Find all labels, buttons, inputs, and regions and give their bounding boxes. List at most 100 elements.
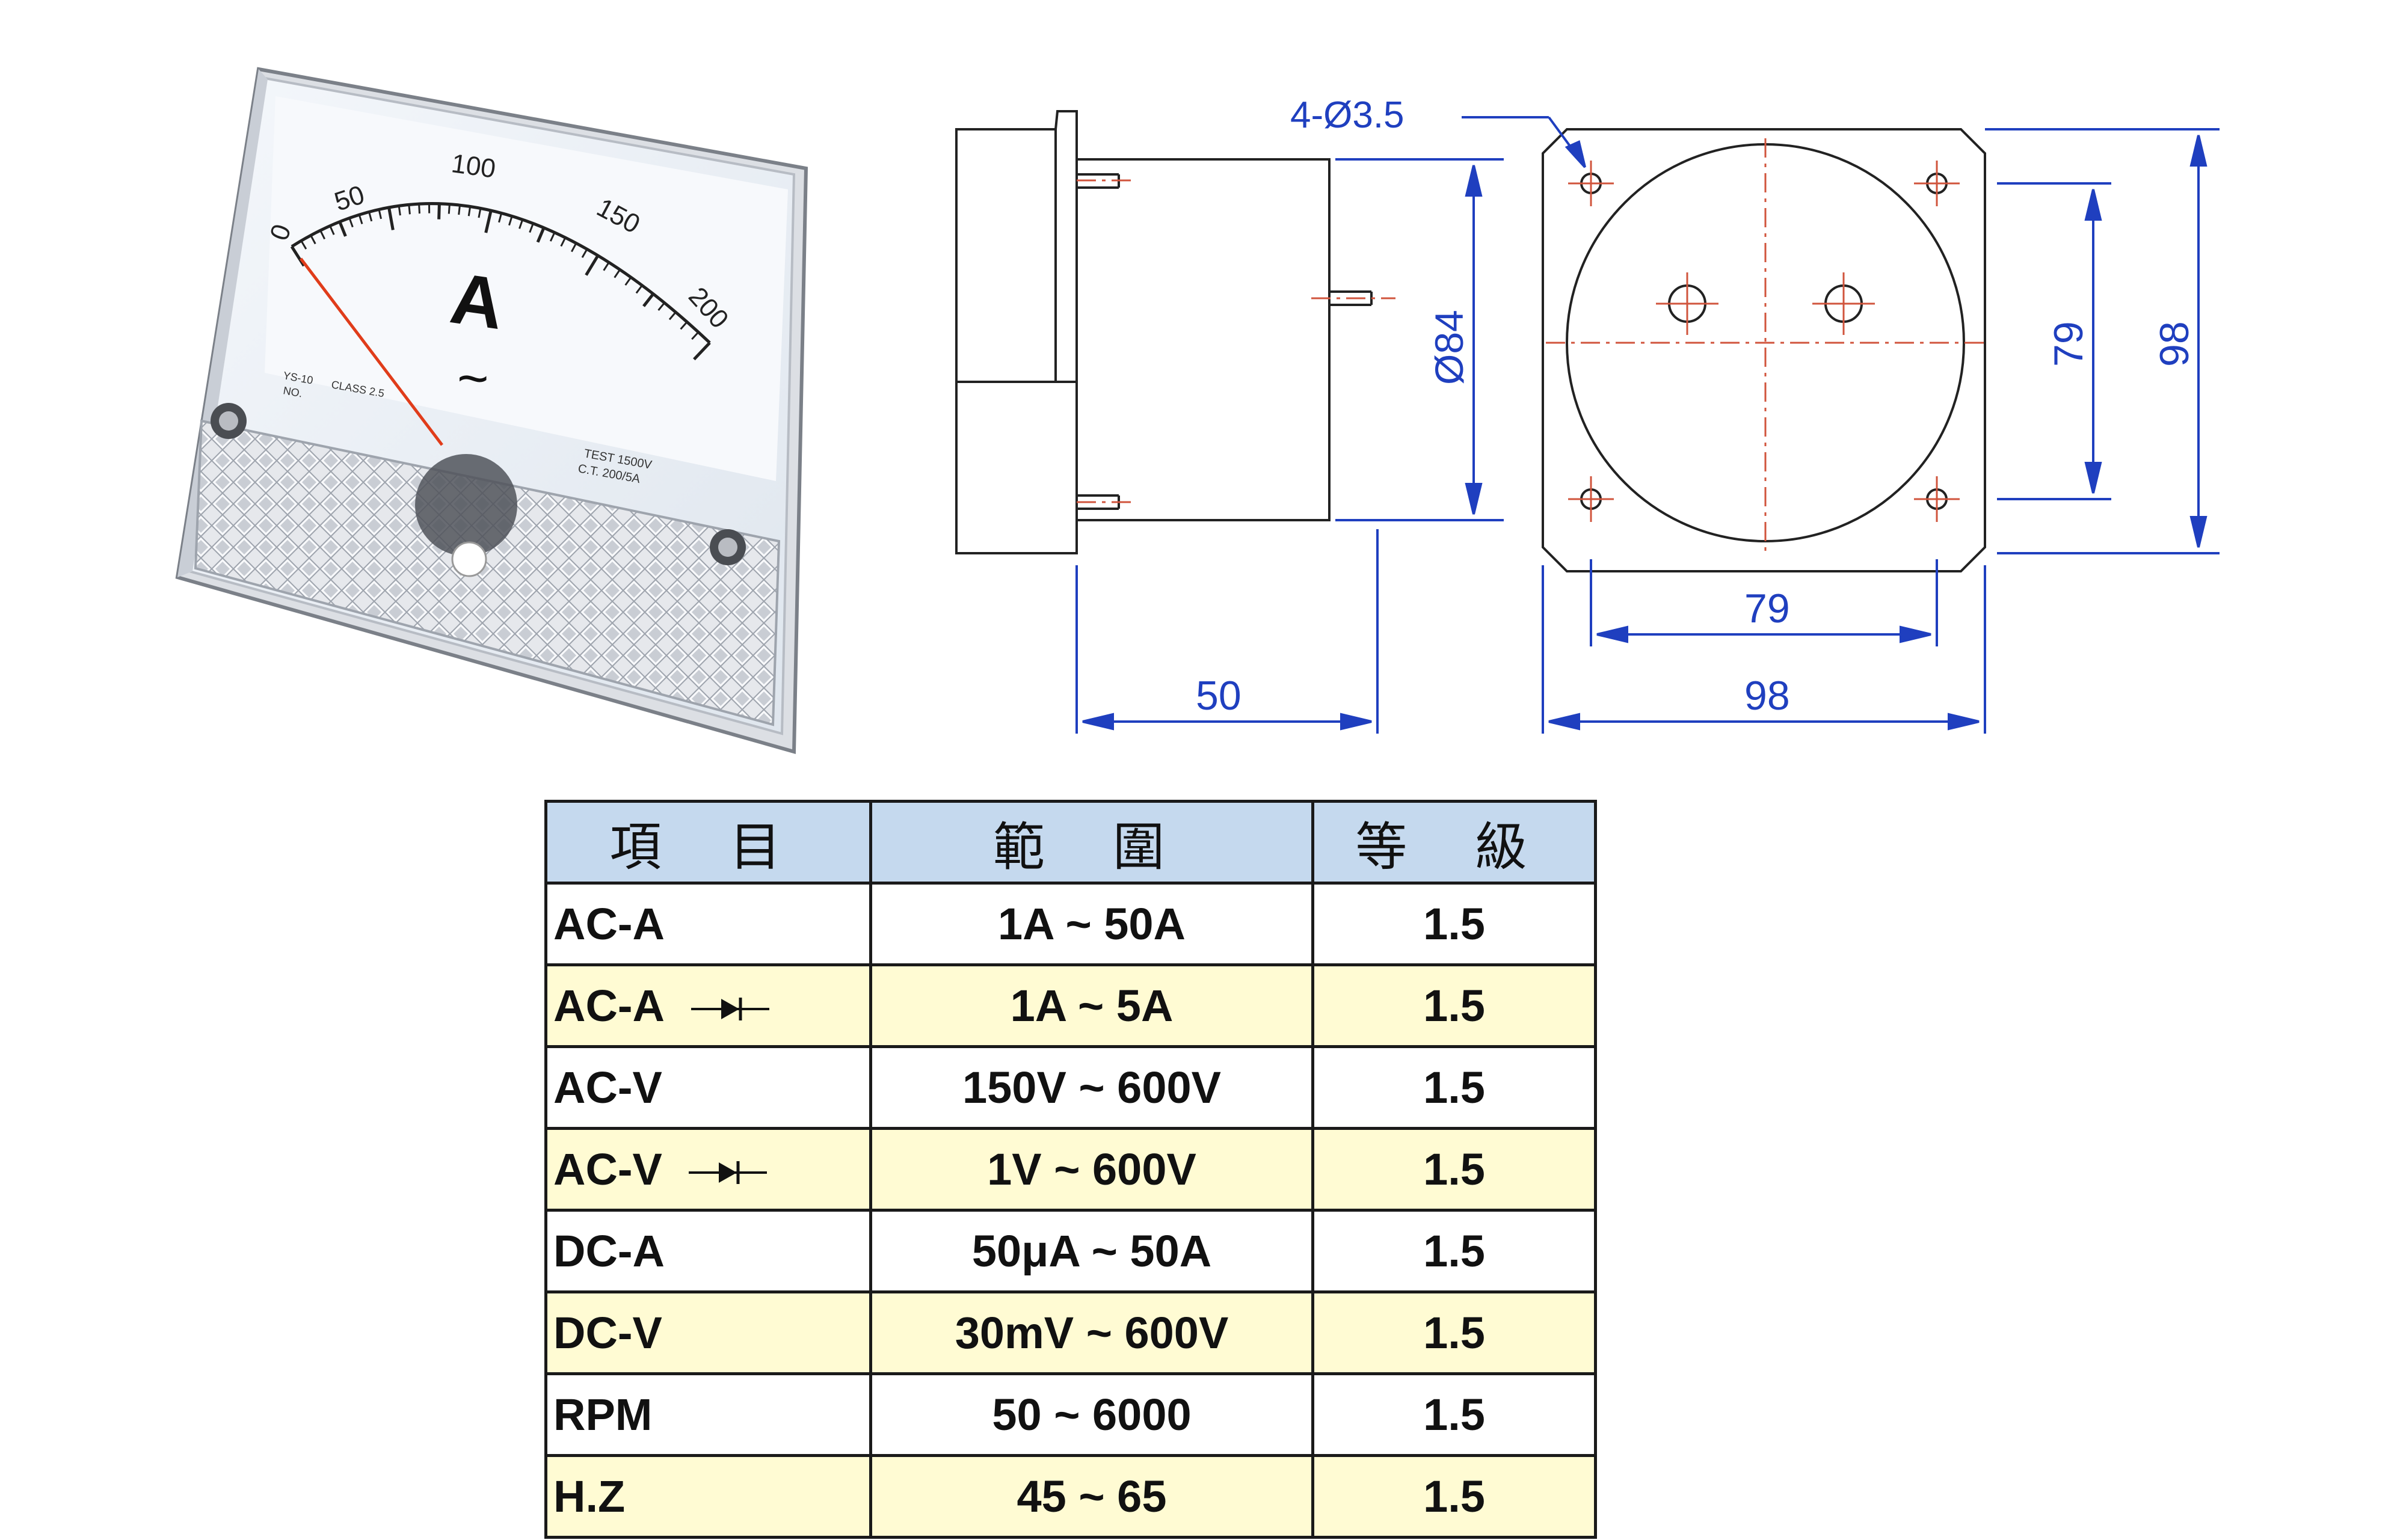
cell-range: 50 ~ 6000 [869, 1372, 1314, 1457]
cell-range: 150V ~ 600V [869, 1045, 1314, 1130]
scale-tick [300, 240, 307, 250]
ac-symbol: ~ [457, 349, 489, 409]
cell-item: DC-A [544, 1209, 872, 1293]
cell-item: AC-V [544, 1127, 872, 1212]
item-label: H.Z [553, 1471, 626, 1521]
diameter-dimension: Ø84 [1427, 310, 1471, 385]
meter-needle [300, 257, 443, 446]
unit-symbol: A [446, 257, 508, 345]
table-header-row: 項 目 範 圍 等 級 [544, 800, 1597, 885]
hole-callout: 4-Ø3.5 [1290, 94, 1405, 136]
scale-tick [310, 235, 316, 245]
side-view [955, 110, 1373, 554]
cell-grade: 1.5 [1311, 1127, 1597, 1212]
front-width-outer: 98 [1744, 673, 1790, 719]
mounting-holes [1568, 161, 1960, 522]
item-label: AC-A [553, 981, 665, 1031]
header-grade: 等 級 [1311, 800, 1597, 885]
front-width-inner: 79 [1744, 586, 1790, 631]
scale-tick [319, 230, 326, 240]
scale-tick [467, 206, 472, 216]
rectifier-diode-icon [691, 998, 769, 1021]
item-label: DC-V [553, 1308, 662, 1358]
scale-tick [478, 208, 482, 218]
scale-tick [680, 321, 688, 330]
item-label: RPM [553, 1390, 653, 1440]
scale-tick [387, 207, 395, 230]
scale-tick [518, 219, 524, 229]
cell-grade: 1.5 [1311, 1045, 1597, 1130]
depth-dimension: 50 [1196, 673, 1241, 719]
scale-tick [484, 210, 493, 233]
cell-grade: 1.5 [1311, 1372, 1597, 1457]
cell-grade: 1.5 [1311, 963, 1597, 1048]
scale-tick [581, 248, 588, 258]
scale-tick [398, 206, 401, 216]
item-label: AC-A [553, 899, 665, 949]
scale-tick [508, 215, 513, 226]
scale-tick [498, 212, 503, 223]
cell-range: 50μA ~ 50A [869, 1209, 1314, 1293]
scale-tick [668, 311, 677, 321]
scale-tick [691, 331, 700, 340]
scale-tick [571, 242, 577, 253]
scale-tick [560, 237, 567, 247]
center-lines [1077, 138, 1985, 553]
front-view [1542, 128, 1986, 572]
scale-label-100: 100 [450, 149, 498, 184]
panel-meter-photo: 0 50 100 150 200 A ~ YS-10 NO. CLASS 2.5… [175, 67, 808, 754]
scale-tick [458, 204, 461, 215]
cell-range: 1A ~ 50A [869, 882, 1314, 966]
scale-tick [642, 293, 654, 307]
cell-item: AC-A [544, 882, 872, 966]
screw-left [211, 403, 247, 439]
scale-tick [368, 212, 373, 222]
scale-tick [378, 209, 383, 219]
scale-tick [529, 223, 534, 233]
item-label: AC-V [553, 1144, 662, 1194]
cell-grade: 1.5 [1311, 1454, 1597, 1539]
scale-tick [437, 203, 441, 219]
scale-arc [290, 202, 711, 361]
zero-adjuster-housing [415, 454, 517, 556]
rectifier-diode-icon [688, 1161, 767, 1185]
dimension-drawing: 4-Ø3.5 50 Ø84 79 98 79 98 [955, 94, 2220, 734]
cell-range: 30mV ~ 600V [869, 1290, 1314, 1375]
cell-range: 1A ~ 5A [869, 963, 1314, 1048]
scale-tick [418, 204, 420, 214]
scale-tick [549, 232, 556, 242]
prism-window [194, 419, 781, 726]
cell-range: 45 ~ 65 [869, 1454, 1314, 1539]
header-range: 範 圍 [869, 800, 1314, 885]
item-label: DC-A [553, 1226, 665, 1276]
front-height-inner: 79 [2046, 321, 2091, 367]
scale-tick [635, 284, 643, 294]
scale-tick [408, 204, 411, 215]
cell-item: H.Z [544, 1454, 872, 1539]
screw-right [710, 529, 746, 565]
front-height-outer: 98 [2152, 321, 2197, 367]
cell-grade: 1.5 [1311, 1290, 1597, 1375]
scale-tick [338, 221, 347, 237]
dimension-lines [1075, 116, 2220, 734]
scale-tick [693, 342, 711, 361]
item-label: AC-V [553, 1063, 662, 1112]
cell-grade: 1.5 [1311, 882, 1597, 966]
scale-tick [536, 227, 546, 243]
scale-tick [603, 262, 610, 271]
cell-range: 1V ~ 600V [869, 1127, 1314, 1212]
scale-tick [657, 302, 665, 311]
header-item: 項 目 [544, 800, 872, 885]
zero-adjuster[interactable] [451, 541, 487, 577]
scale-tick [348, 218, 354, 228]
scale-tick [614, 269, 621, 278]
cell-item: AC-V [544, 1045, 872, 1130]
cell-item: DC-V [544, 1290, 872, 1375]
